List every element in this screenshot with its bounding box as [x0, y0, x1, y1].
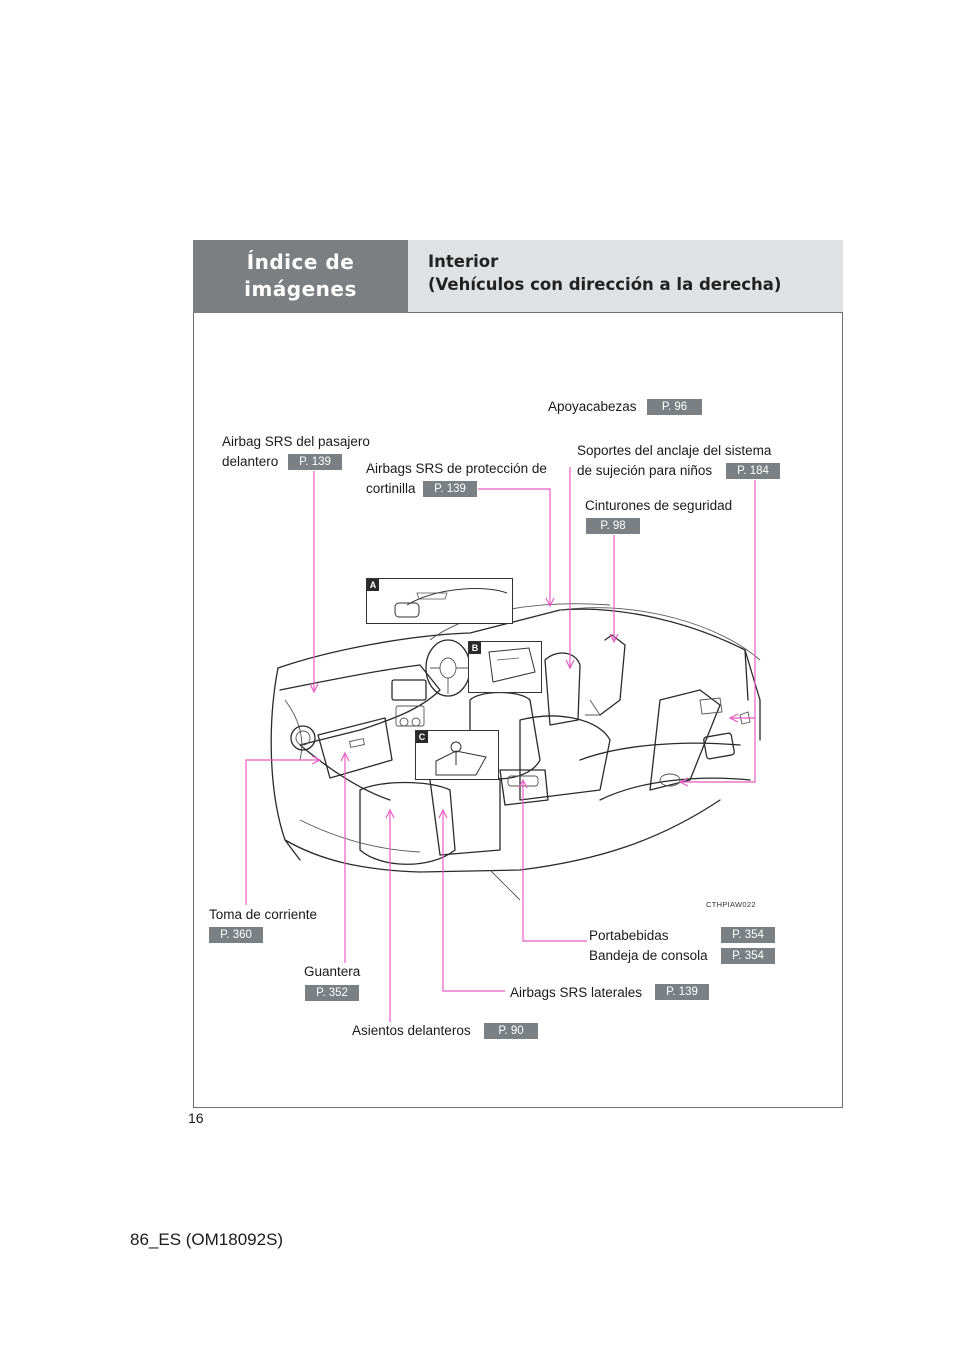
label-guantera: Guantera [304, 964, 361, 979]
label-airbag-pasajero-1: Airbag SRS del pasajero [222, 434, 370, 449]
label-cinturones: Cinturones de seguridad [585, 498, 733, 513]
page-title-line2: (Vehículos con dirección a la derecha) [428, 275, 782, 294]
section-title-line1: Índice de [246, 250, 355, 274]
label-airbags-cortinilla-2: cortinilla [366, 481, 416, 496]
page-ref-guantera[interactable]: P. 352 [305, 985, 359, 1001]
section-title-line2: imágenes [244, 277, 357, 301]
label-soportes-2: de sujeción para niños [577, 463, 713, 478]
section-header: Índice de imágenes [193, 240, 408, 313]
label-toma-corriente: Toma de corriente [209, 907, 318, 922]
leader-soportes [680, 480, 756, 783]
page-ref-portabebidas[interactable]: P. 354 [721, 927, 775, 943]
inset-tag-b: B [469, 642, 481, 654]
page-ref-asientos-delanteros[interactable]: P. 90 [484, 1023, 538, 1039]
label-asientos-delanteros: Asientos delanteros [352, 1023, 471, 1038]
inset-c [415, 730, 499, 780]
page-ref-airbags-cortinilla[interactable]: P. 139 [423, 481, 477, 497]
label-airbag-pasajero-2: delantero [222, 454, 279, 469]
page-number: 16 [188, 1110, 204, 1126]
inset-c-drawing [435, 741, 487, 776]
label-airbags-cortinilla-1: Airbags SRS de protección de [366, 461, 547, 476]
inset-a [366, 578, 513, 624]
page-ref-cinturones[interactable]: P. 98 [586, 518, 640, 534]
leader-toma-corriente [245, 759, 320, 905]
page-title-line1: Interior [428, 252, 499, 271]
leader-portabebidas [522, 782, 587, 942]
document-footer: 86_ES (OM18092S) [130, 1230, 284, 1249]
leader-airbags-laterales [442, 812, 505, 992]
label-portabebidas: Portabebidas [589, 928, 669, 943]
label-apoyacabezas: Apoyacabezas [548, 399, 637, 414]
leader-airbags-cortinilla [478, 488, 551, 605]
page-ref-toma-corriente[interactable]: P. 360 [209, 927, 263, 943]
page-ref-soportes[interactable]: P. 184 [726, 463, 780, 479]
inset-tag-a: A [367, 579, 379, 591]
inset-b-drawing [488, 647, 536, 683]
page-ref-bandeja-consola[interactable]: P. 354 [721, 948, 775, 964]
label-airbags-laterales: Airbags SRS laterales [510, 985, 643, 1000]
label-bandeja-consola: Bandeja de consola [589, 948, 708, 963]
label-soportes-1: Soportes del anclaje del sistema [577, 443, 772, 458]
page-ref-airbag-pasajero[interactable]: P. 139 [288, 454, 342, 470]
page-title: Interior (Vehículos con dirección a la d… [408, 240, 843, 313]
page-ref-airbags-laterales[interactable]: P. 139 [655, 984, 709, 1000]
inset-a-drawing [394, 588, 508, 618]
inset-tag-c: C [416, 731, 428, 743]
illustration-code: CTHPIAW022 [706, 900, 756, 909]
page-ref-apoyacabezas[interactable]: P. 96 [647, 399, 702, 415]
